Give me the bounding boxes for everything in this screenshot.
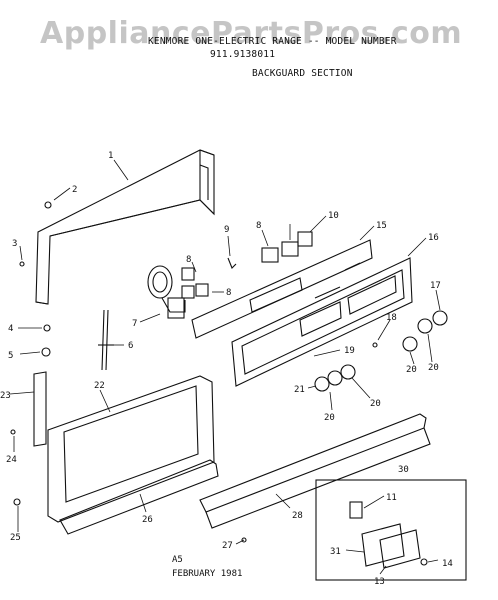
callout-8c: 8 [256,221,261,231]
part-27-screw [241,537,247,543]
callout-18: 18 [386,313,397,323]
callout-14: 14 [442,559,453,569]
part-15-control-panel [191,239,373,339]
callout-2: 2 [72,185,77,195]
part-25-screw [13,498,21,506]
section-title: BACKGUARD SECTION [252,68,353,79]
callout-20d: 20 [370,399,381,409]
footer-code: A5 [172,555,183,565]
callout-1: 1 [108,151,113,161]
part-3-screw [19,261,25,267]
footer-date: FEBRUARY 1981 [172,569,242,579]
part-1-backguard-panel [35,149,215,305]
callout-8a: 8 [186,255,191,265]
callout-9: 9 [224,225,229,235]
site-watermark: AppliancePartsPros.com [40,16,463,51]
callout-26: 26 [142,515,153,525]
callout-4: 4 [8,324,13,334]
callout-23: 23 [0,391,11,401]
part-28-trim [199,413,431,529]
part-17-20-21-knobs [314,310,448,392]
callout-20b: 20 [428,363,439,373]
callout-31: 31 [330,547,341,557]
part-26-shield [59,459,219,535]
callout-16: 16 [428,233,439,243]
callout-6: 6 [128,341,133,351]
part-24-screw [10,429,16,435]
callout-25: 25 [10,533,21,543]
part-9-screw [227,257,237,269]
callout-30: 30 [398,465,409,475]
callout-13: 13 [374,577,385,587]
footer-text: A5 FEBRUARY 1981 [172,555,242,579]
callout-27: 27 [222,541,233,551]
part-2-screw [44,201,52,209]
part-23-strip [33,371,47,447]
callout-22: 22 [94,381,105,391]
part-6-bracket [98,309,114,371]
callout-17: 17 [430,281,441,291]
part-8-switches [181,231,313,299]
part-30-package [315,479,467,581]
callout-28: 28 [292,511,303,521]
callout-21: 21 [294,385,305,395]
callout-3: 3 [12,239,17,249]
callout-20c: 20 [324,413,335,423]
callout-24: 24 [6,455,17,465]
part-18-clip [372,342,378,348]
model-title: KENMORE ONE-ELECTRIC RANGE -- MODEL NUMB… [148,36,397,47]
callout-10: 10 [328,211,339,221]
callout-11: 11 [386,493,397,503]
callout-labels: 1 2 3 4 5 6 7 8 8 8 9 10 11 13 14 15 16 … [0,151,453,587]
callout-7: 7 [132,319,137,329]
callout-8b: 8 [226,288,231,298]
part-7-timer [147,265,186,319]
callout-19: 19 [344,346,355,356]
part-22-frame [47,375,215,523]
callout-20a: 20 [406,365,417,375]
part-16-overlay [231,257,413,387]
part-5-clip [41,347,51,357]
model-number: 911.9138011 [210,49,276,60]
callout-5: 5 [8,351,13,361]
callout-15: 15 [376,221,387,231]
part-4-nut [43,324,51,332]
leader-lines [9,159,441,575]
part-14-screw [420,558,428,566]
